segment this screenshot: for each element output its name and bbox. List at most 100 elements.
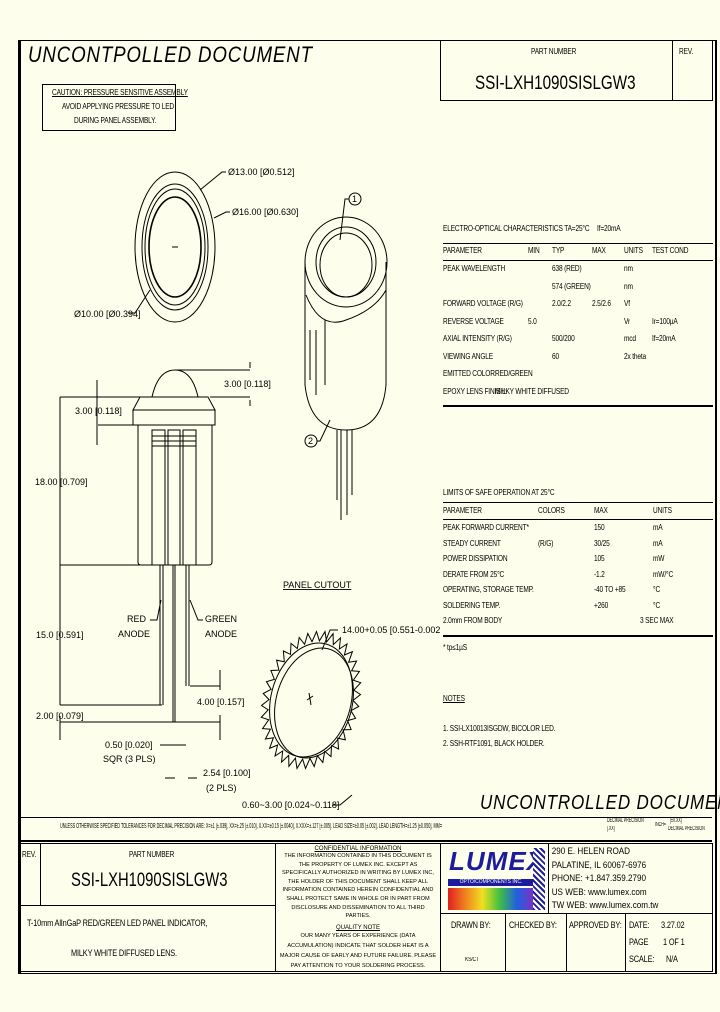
eo-cell: 60 [552,351,559,361]
mechanical-drawing: Ø13.00 [Ø0.512] Ø16.00 [Ø0.630] Ø10.00 [… [35,167,440,810]
scale-value: N/A [666,954,678,964]
dim-d10: Ø10.00 [Ø0.394] [74,309,141,319]
limits-cell: OPERATING, STORAGE TEMP. [443,585,534,594]
limits-cell: mA [653,523,663,532]
page-label: PAGE [629,937,649,947]
tb-drawn-by: DRAWN BY: KS/CT [440,913,506,972]
uncontrolled-stamp-top: UNCONTPOLLED DOCUMENT [28,42,313,67]
caution-line-2: DURING PANEL ASSEMBLY. [74,116,157,125]
eo-cell: nm [624,281,633,291]
eo-cell: 2.5/2.6 [592,299,611,308]
limits-header-cell: PARAMETER [443,506,482,515]
front-view: Ø13.00 [Ø0.512] Ø16.00 [Ø0.630] Ø10.00 [… [74,167,299,323]
address-line: 290 E. HELEN ROAD [551,846,631,856]
tb-desc-1: T-10mm AlInGaP RED/GREEN LED PANEL INDIC… [27,918,208,928]
logo-rainbow [448,888,534,910]
dim-pin-square-2: SQR (3 PLS) [103,754,156,764]
tb-date-page-scale: DATE: 3.27.02 PAGE 1 OF 1 SCALE: N/A [625,913,713,972]
approved-by-label: APPROVED BY: [569,920,622,930]
eo-cell: VIEWING ANGLE [443,351,494,361]
tol-inch-label: INCH= [655,822,666,828]
tb-desc-2: MILKY WHITE DIFFUSED LENS. [71,948,177,958]
dim-lead-4: 4.00 [0.157] [197,697,245,707]
tb-checked-by: CHECKED BY: [505,913,567,972]
eo-cell: nm [624,264,633,273]
tb-part-number: PART NUMBER SSI-LXH1090SISLGW3 [40,843,276,906]
eo-header-cell: MAX [592,246,606,255]
eo-cell: MILKY WHITE DIFFUSED [495,386,569,396]
tol-inch-bottom: DECIMAL PRECISION [668,826,705,832]
note-1: 1. SSI-LX10013ISGDW, BICOLOR LED. [443,724,556,733]
drawn-by-value: KS/CT [465,957,479,963]
limits-footnote: * tp≤1µS [443,643,467,652]
eo-header-cell: UNITS [624,246,643,255]
address-line: TW WEB: www.lumex.com.tw [551,900,659,910]
limits-cell: 105 [594,554,605,563]
tol-mm-top: DECIMAL PRECISION [607,818,644,824]
label-green-anode-2: ANODE [205,629,237,639]
dim-lead-2: 2.00 [0.079] [36,711,84,721]
part-number-header: PART NUMBER SSI-LXH1090SISLGW3 [440,40,673,101]
isometric-view: 1 2 [304,192,388,520]
eo-cell: REVERSE VOLTAGE [443,316,504,326]
tb-confidential: CONFIDENTIAL INFORMATION THE INFORMATION… [275,843,441,972]
date-value: 3.27.02 [661,920,685,930]
tolerance-note: UNLESS OTHERWISE SPECIFIED TOLERANCES FO… [60,823,443,830]
limits-cell: -1.2 [594,569,605,579]
limits-cell: PEAK FORWARD CURRENT* [443,523,529,532]
caution-title: CAUTION: PRESSURE SENSITIVE ASSEMBLY [52,88,188,97]
limits-cell: +260 [594,600,609,610]
callout-2: 2 [308,436,313,446]
quality-title: QUALITY NOTE [336,924,380,931]
uncontrolled-stamp-bottom: UNCONTROLLED DOCUMENT [480,792,720,814]
eo-header-cell: TEST COND [652,246,689,255]
dim-dome-height: 3.00 [0.118] [224,379,271,389]
dim-panel-thickness: 0.60~3.00 [0.024~0.118] [242,800,339,810]
dim-flange-height: 3.00 [0.118] [75,406,122,416]
tb-pn-value: SSI-LXH1090SISLGW3 [71,870,228,891]
limits-cell: DERATE FROM 25°C [443,569,505,579]
eo-cell: 5.0 [528,316,537,326]
eo-cell: Vr [624,316,630,326]
panel-cutout-view: PANEL CUTOUT 14.00+0.05 [0.551-0.002] 0.… [242,580,440,810]
caution-box: CAUTION: PRESSURE SENSITIVE ASSEMBLY AVO… [42,84,188,131]
address-line: PHONE: +1.847.359.2790 [551,873,647,883]
limits-header-cell: MAX [594,506,608,515]
conf-text: THE INFORMATION CONTAINED IN THIS DOCUME… [282,853,434,920]
eo-cell: If=20mA [652,334,676,343]
eo-cell: EPOXY LENS FINISH: [443,386,507,396]
limits-title: LIMITS OF SAFE OPERATION AT 25°C [443,488,555,497]
logo-tower [533,848,545,910]
dim-cutout-diameter: 14.00+0.05 [0.551-0.002] [342,625,440,635]
limits-cell: mA [653,538,663,548]
quality-text: OUR MANY YEARS OF EXPERIENCE (DATA ACCUM… [279,932,437,969]
notes-title: NOTES [443,694,465,703]
limits-header-cell: UNITS [653,506,672,515]
limits-cell: °C [653,585,661,594]
drawn-by-label: DRAWN BY: [451,920,491,930]
eo-cell: Ir=100µA [652,316,678,326]
tb-rev-label: REV. [22,850,37,859]
eo-header-cell: TYP [552,246,565,255]
side-view: 3.00 [0.118] 3.00 [0.118] 18.00 [0.709] … [35,362,271,793]
label-green-anode-1: GREEN [205,614,237,624]
logo-sub: OPTO/COMPONENTS INC. [448,879,534,886]
label-red-anode-1: RED [127,614,147,624]
limits-cell: 30/25 [594,538,610,548]
scale-label: SCALE: [629,954,655,964]
eo-cell: mcd [624,334,636,343]
lumex-logo: LUMEX OPTO/COMPONENTS INC. [440,843,549,914]
limits-cell: SOLDERING TEMP. [443,600,501,610]
address-line: PALATINE, IL 60067-6976 [551,859,647,870]
limits-cell: -40 TO +85 [594,585,626,594]
drawing-frame [18,40,717,974]
eo-cell: 2.0/2.2 [552,299,571,308]
checked-by-label: CHECKED BY: [509,920,557,930]
eo-cell: 638 (RED) [552,264,582,273]
conf-title: CONFIDENTIAL INFORMATION [314,846,402,852]
eo-cell: 574 (GREEN) [552,281,591,291]
limits-cell: °C [653,600,661,610]
eo-cell: FORWARD VOLTAGE (R/G) [443,299,523,308]
callout-1: 1 [352,194,357,204]
limits-cell: STEADY CURRENT [443,538,501,548]
